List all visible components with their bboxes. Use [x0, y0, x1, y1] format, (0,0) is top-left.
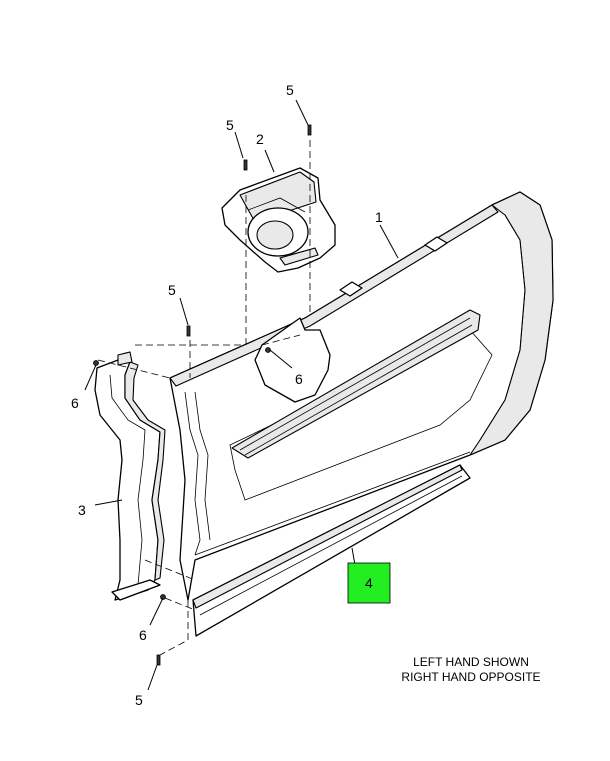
- screw-5-middle: [186, 325, 191, 337]
- callout-6-center: 6: [295, 371, 303, 387]
- screw-5-bottom: [156, 654, 161, 666]
- callout-6-lower: 6: [139, 627, 147, 643]
- callout-4: 4: [365, 575, 373, 591]
- highlight-box-part-4: [347, 562, 391, 604]
- callout-5-bottom: 5: [135, 692, 143, 708]
- clip-6-upper-left: [93, 360, 99, 366]
- leader-lines: [84, 99, 399, 691]
- clip-6-lower: [160, 594, 166, 600]
- orientation-note: LEFT HAND SHOWN RIGHT HAND OPPOSITE: [401, 655, 540, 684]
- kick-strip-part-4: [192, 464, 471, 637]
- callout-5-top-left: 5: [226, 117, 234, 133]
- callout-2: 2: [256, 131, 264, 147]
- note-line-2: RIGHT HAND OPPOSITE: [401, 670, 540, 684]
- note-line-1: LEFT HAND SHOWN: [413, 655, 529, 669]
- callout-5-middle: 5: [168, 282, 176, 298]
- speaker-bezel-part-2: [221, 167, 336, 273]
- screw-5-top-left: [243, 159, 248, 171]
- callouts: 1 2 3 4 5 5 5 5 6 6 6: [71, 82, 383, 708]
- assembly-lines: [97, 140, 311, 656]
- callout-3: 3: [78, 502, 86, 518]
- callout-6-upper-left: 6: [71, 395, 79, 411]
- trim-strip-part-3: [94, 351, 166, 601]
- callout-5-top-right: 5: [286, 82, 294, 98]
- screw-5-top-right: [307, 124, 312, 136]
- door-panel-part-1: [169, 191, 554, 601]
- clip-6-center: [265, 347, 271, 353]
- callout-1: 1: [375, 209, 383, 225]
